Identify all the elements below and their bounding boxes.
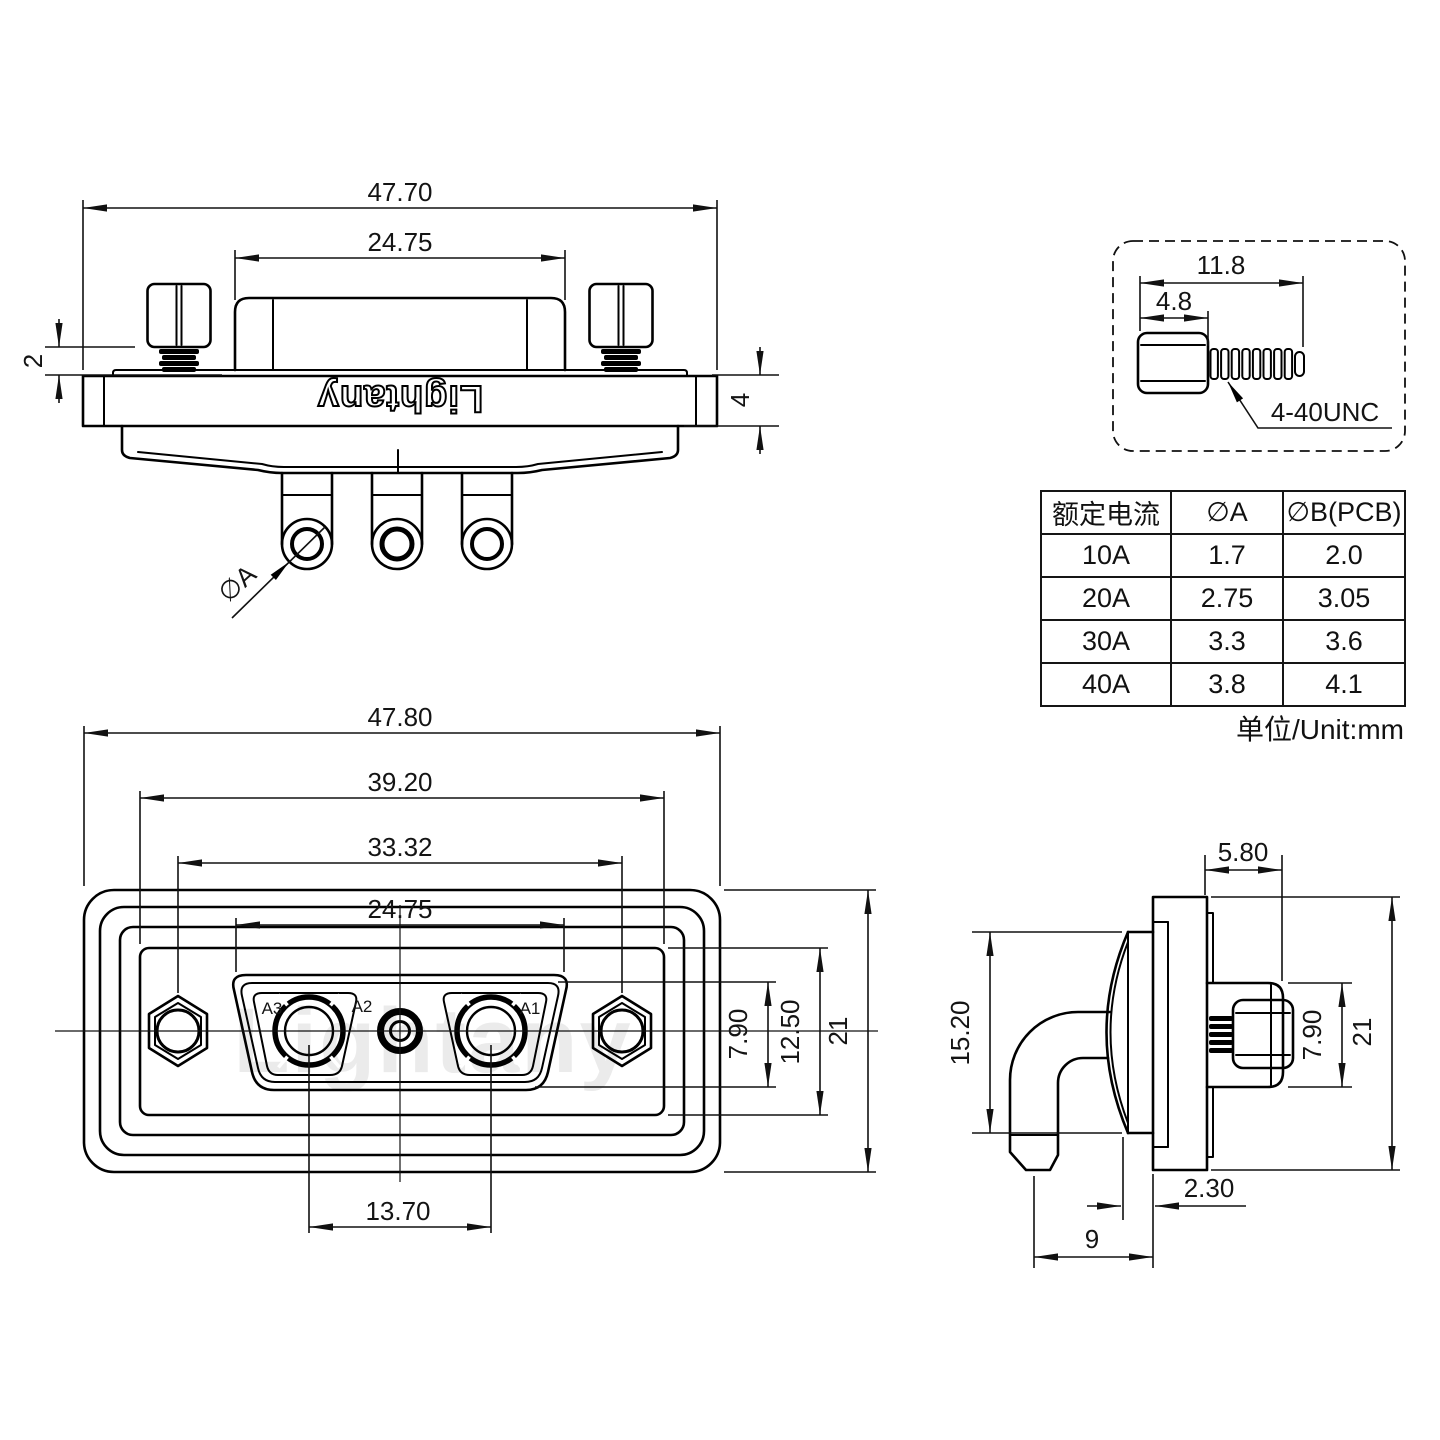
- dim-front-flange-w: 39.20: [367, 767, 432, 797]
- col-rated-current: 额定电流: [1040, 490, 1172, 535]
- side-shell: [1205, 981, 1285, 1089]
- table-row: 10A 1.7 2.0: [1040, 533, 1406, 578]
- detail-box: [1112, 240, 1406, 452]
- brand-logo: Lightany: [317, 377, 483, 419]
- screw-thread-label: 4-40UNC: [1271, 397, 1379, 427]
- side-dome: [1105, 930, 1130, 1135]
- unit-note: 单位/Unit:mm: [1235, 714, 1404, 745]
- side-flange-body: [1151, 895, 1209, 1172]
- top-thumbscrew-left: [146, 282, 212, 372]
- dim-top-flange-thk: 4: [725, 393, 755, 407]
- table-row: 40A 3.8 4.1: [1040, 662, 1406, 707]
- table-row: 30A 3.3 3.6: [1040, 619, 1406, 664]
- front-pocket-left: [252, 992, 358, 1076]
- col-dia-b: ∅B(PCB): [1282, 490, 1406, 535]
- dim-front-overall-w: 47.80: [367, 702, 432, 732]
- dim-top-pin-dia: ∅A: [212, 558, 262, 607]
- dim-front-panel-h: 12.50: [775, 999, 805, 1064]
- contact-label-a3: A3: [262, 999, 283, 1018]
- screw-head: [1136, 331, 1210, 395]
- front-insert-inner: [240, 982, 560, 1083]
- side-view: 5.80 15.20 7.90 21 2.30 9: [945, 837, 1400, 1268]
- side-jackscrew: [1209, 998, 1295, 1070]
- dim-front-shell-w: 24.75: [367, 894, 432, 924]
- top-thumbscrew-right: [588, 282, 654, 372]
- top-view: 47.70 24.75 2 4 ∅A Lightany: [18, 177, 779, 619]
- top-flange-lip: [112, 369, 688, 377]
- dim-side-body-h: 15.20: [945, 1000, 975, 1065]
- dim-front-contact-sp: 13.70: [365, 1196, 430, 1226]
- top-shell-outline: [233, 296, 567, 372]
- top-flange: [81, 374, 719, 428]
- dim-side-shell-d: 5.80: [1218, 837, 1269, 867]
- dim-screw-head: 4.8: [1156, 286, 1192, 316]
- front-pocket-right: [442, 992, 548, 1076]
- top-pins: [280, 471, 514, 571]
- dim-side-pin: 9: [1085, 1224, 1099, 1254]
- dim-front-overall-h: 21: [823, 1017, 853, 1046]
- spec-table: 额定电流 ∅A ∅B(PCB) 10A 1.7 2.0 20A 2.75 3.0…: [1040, 490, 1406, 707]
- dim-front-insert-h: 7.90: [723, 1009, 753, 1060]
- dim-front-mount: 33.32: [367, 832, 432, 862]
- col-dia-a: ∅A: [1170, 490, 1284, 535]
- dim-side-screw-h: 7.90: [1297, 1010, 1327, 1061]
- dim-top-gap: 2: [18, 354, 48, 368]
- front-view: Lightany: [55, 702, 878, 1233]
- dim-side-offset: 2.30: [1184, 1173, 1235, 1203]
- dim-top-shell: 24.75: [367, 227, 432, 257]
- table-header-row: 额定电流 ∅A ∅B(PCB): [1040, 490, 1406, 535]
- contact-label-a1: A1: [520, 999, 541, 1018]
- screw-thread: [1209, 348, 1305, 380]
- dim-side-overall-h: 21: [1347, 1018, 1377, 1047]
- table-row: 20A 2.75 3.05: [1040, 576, 1406, 621]
- dim-screw-overall: 11.8: [1197, 250, 1246, 280]
- side-bent-pin: [1008, 1010, 1112, 1172]
- top-lower-body: [120, 424, 680, 475]
- contact-label-a2: A2: [352, 997, 373, 1016]
- dim-top-overall: 47.70: [367, 177, 432, 207]
- screw-detail-view: 11.8 4.8 4-40UNC: [1112, 240, 1406, 452]
- watermark: Lightany: [233, 990, 632, 1092]
